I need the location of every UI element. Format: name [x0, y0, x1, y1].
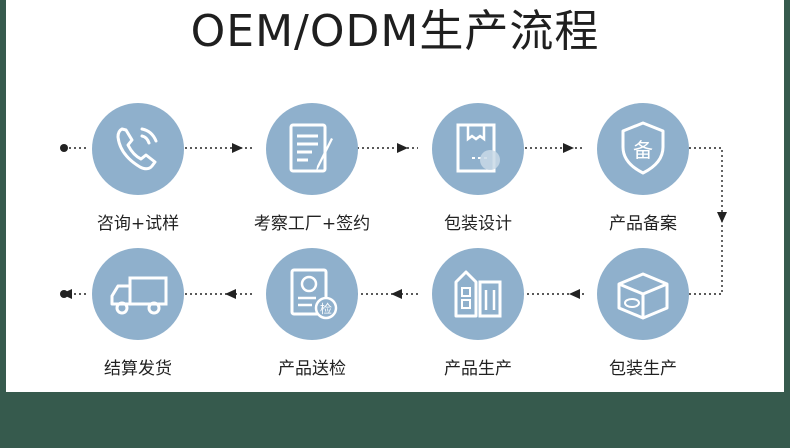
step-packaging-production: 包装生产 [583, 248, 703, 379]
step-circle [92, 248, 184, 340]
page-title: OEM/ODM生产流程 [190, 6, 600, 57]
step-product-manufacturing: 产品生产 [418, 248, 538, 379]
step-label: 包装生产 [609, 359, 677, 379]
contract-pen-icon [289, 123, 333, 173]
step-circle [432, 103, 524, 195]
arrow-left-icon [391, 289, 402, 299]
step-settle-ship: 结算发货 [78, 248, 198, 379]
factory-building-icon [454, 270, 502, 318]
phone-icon [116, 127, 158, 171]
step-product-inspection: 检 产品送检 [252, 248, 372, 379]
step-label: 考察工厂+签约 [253, 214, 371, 234]
arrow-left-icon [61, 289, 72, 299]
arrow-right-icon [397, 143, 408, 153]
step-label: 咨询+试样 [96, 214, 180, 234]
step-circle: 检 [266, 248, 358, 340]
step-circle [266, 103, 358, 195]
start-dot [60, 144, 68, 152]
step-circle [432, 248, 524, 340]
arrow-left-icon [569, 289, 580, 299]
filing-badge-text: 备 [633, 138, 653, 162]
step-circle [597, 248, 689, 340]
arrow-left-icon [225, 289, 236, 299]
inspection-doc-icon: 检 [290, 268, 338, 320]
box-design-icon [456, 123, 500, 173]
step-factory-visit-contract: 考察工厂+签约 [252, 103, 372, 234]
step-circle: 备 [597, 103, 689, 195]
step-product-filing: 备 产品备案 [583, 103, 703, 234]
step-packaging-design: 包装设计 [418, 103, 538, 234]
truck-icon [110, 276, 168, 315]
filing-badge-icon: 备 [621, 121, 665, 175]
arrow-right-icon [563, 143, 574, 153]
step-label: 产品备案 [609, 214, 677, 234]
step-consult-sample: 咨询+试样 [78, 103, 198, 234]
step-label: 包装设计 [444, 214, 512, 234]
step-circle [92, 103, 184, 195]
step-label: 结算发货 [104, 359, 172, 379]
step-label: 产品生产 [444, 359, 512, 379]
footer-band [0, 392, 790, 448]
package-icon [617, 272, 669, 320]
step-label: 产品送检 [278, 359, 346, 379]
arrow-down-icon [717, 212, 727, 223]
arrow-right-icon [232, 143, 243, 153]
inspection-badge-text: 检 [320, 301, 332, 316]
